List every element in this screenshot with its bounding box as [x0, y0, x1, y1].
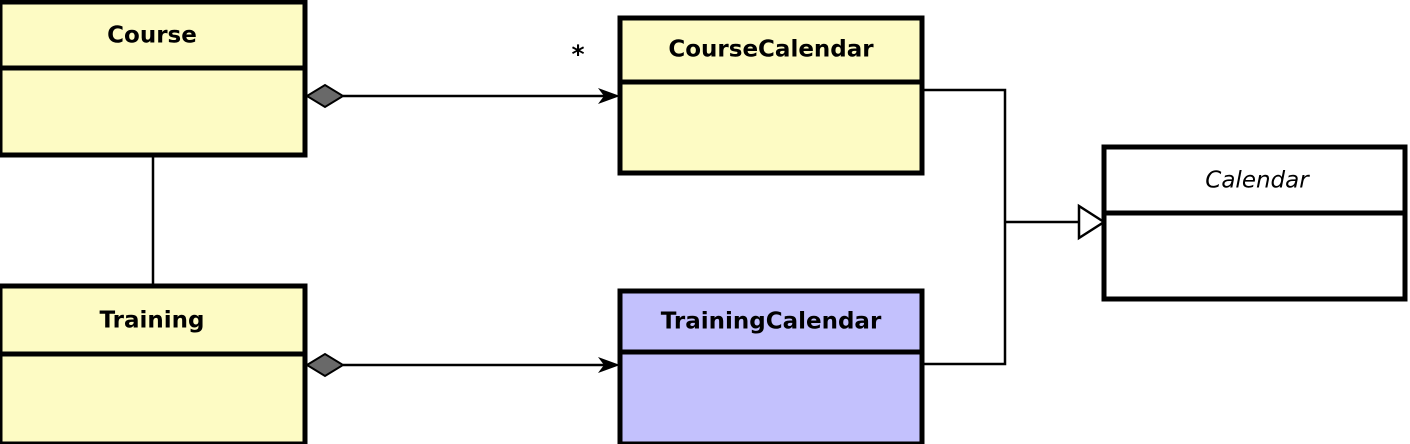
- filled-diamond-icon: [305, 352, 345, 378]
- generalization-branch-coursecalendar: [922, 88, 1007, 222]
- open-arrow-icon: [598, 88, 620, 104]
- filled-diamond-icon: [305, 83, 345, 109]
- class-box-calendar-rect: [1101, 144, 1408, 302]
- class-box-trainingcalendar-rect: [617, 288, 925, 444]
- generalization-branch-trainingcalendar: [922, 222, 1007, 366]
- class-name-trainingcalendar: TrainingCalendar: [661, 309, 882, 335]
- class-box-training-rect: [0, 283, 308, 444]
- class-name-course: Course: [107, 23, 197, 49]
- class-name-calendar: Calendar: [1205, 168, 1310, 194]
- multiplicity-label-star: *: [571, 40, 584, 69]
- class-box-trainingcalendar[interactable]: TrainingCalendar: [617, 288, 925, 444]
- class-box-coursecalendar[interactable]: CourseCalendar: [617, 15, 925, 176]
- class-box-course-rect: [0, 0, 308, 158]
- hollow-triangle-icon: [1077, 203, 1107, 241]
- open-arrow-icon: [598, 357, 620, 373]
- aggregation-course-coursecalendar[interactable]: [305, 83, 620, 109]
- class-name-training: Training: [99, 308, 204, 334]
- class-box-calendar[interactable]: Calendar: [1101, 144, 1408, 302]
- class-box-coursecalendar-rect: [617, 15, 925, 176]
- aggregation-training-trainingcalendar[interactable]: [305, 352, 620, 378]
- class-name-coursecalendar: CourseCalendar: [668, 37, 874, 63]
- generalization-to-calendar[interactable]: [922, 88, 1107, 366]
- class-box-course[interactable]: Course: [0, 0, 308, 158]
- class-box-training[interactable]: Training: [0, 283, 308, 444]
